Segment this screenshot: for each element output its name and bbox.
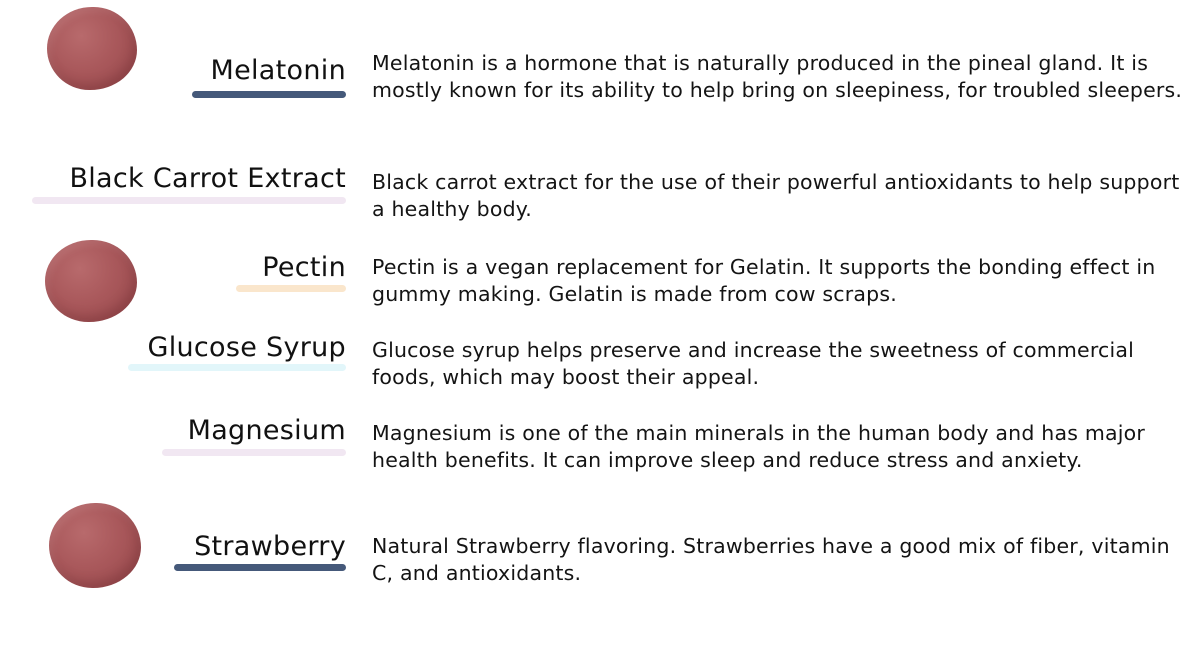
ingredient-description: Melatonin is a hormone that is naturally… <box>372 51 1183 102</box>
ingredient-name: Glucose Syrup <box>147 332 346 363</box>
ingredient-name: Black Carrot Extract <box>69 163 346 194</box>
ingredient-underline <box>162 449 346 456</box>
gummy-image-3 <box>49 503 141 588</box>
ingredient-description: Natural Strawberry flavoring. Strawberri… <box>372 534 1170 585</box>
ingredient-description: Magnesium is one of the main minerals in… <box>372 421 1146 472</box>
ingredient-description: Pectin is a vegan replacement for Gelati… <box>372 255 1156 306</box>
gummy-image-1 <box>47 7 137 90</box>
ingredient-name: Pectin <box>262 252 346 283</box>
ingredient-underline <box>174 564 346 571</box>
ingredient-name: Magnesium <box>187 415 346 446</box>
ingredient-name: Strawberry <box>194 531 346 562</box>
ingredient-name: Melatonin <box>210 55 346 86</box>
ingredient-description: Glucose syrup helps preserve and increas… <box>372 338 1135 389</box>
ingredient-underline <box>32 197 346 204</box>
ingredient-underline <box>128 364 346 371</box>
gummy-image-2 <box>45 240 137 322</box>
ingredient-underline <box>236 285 346 292</box>
ingredient-underline <box>192 91 346 98</box>
ingredient-description: Black carrot extract for the use of thei… <box>372 170 1180 221</box>
